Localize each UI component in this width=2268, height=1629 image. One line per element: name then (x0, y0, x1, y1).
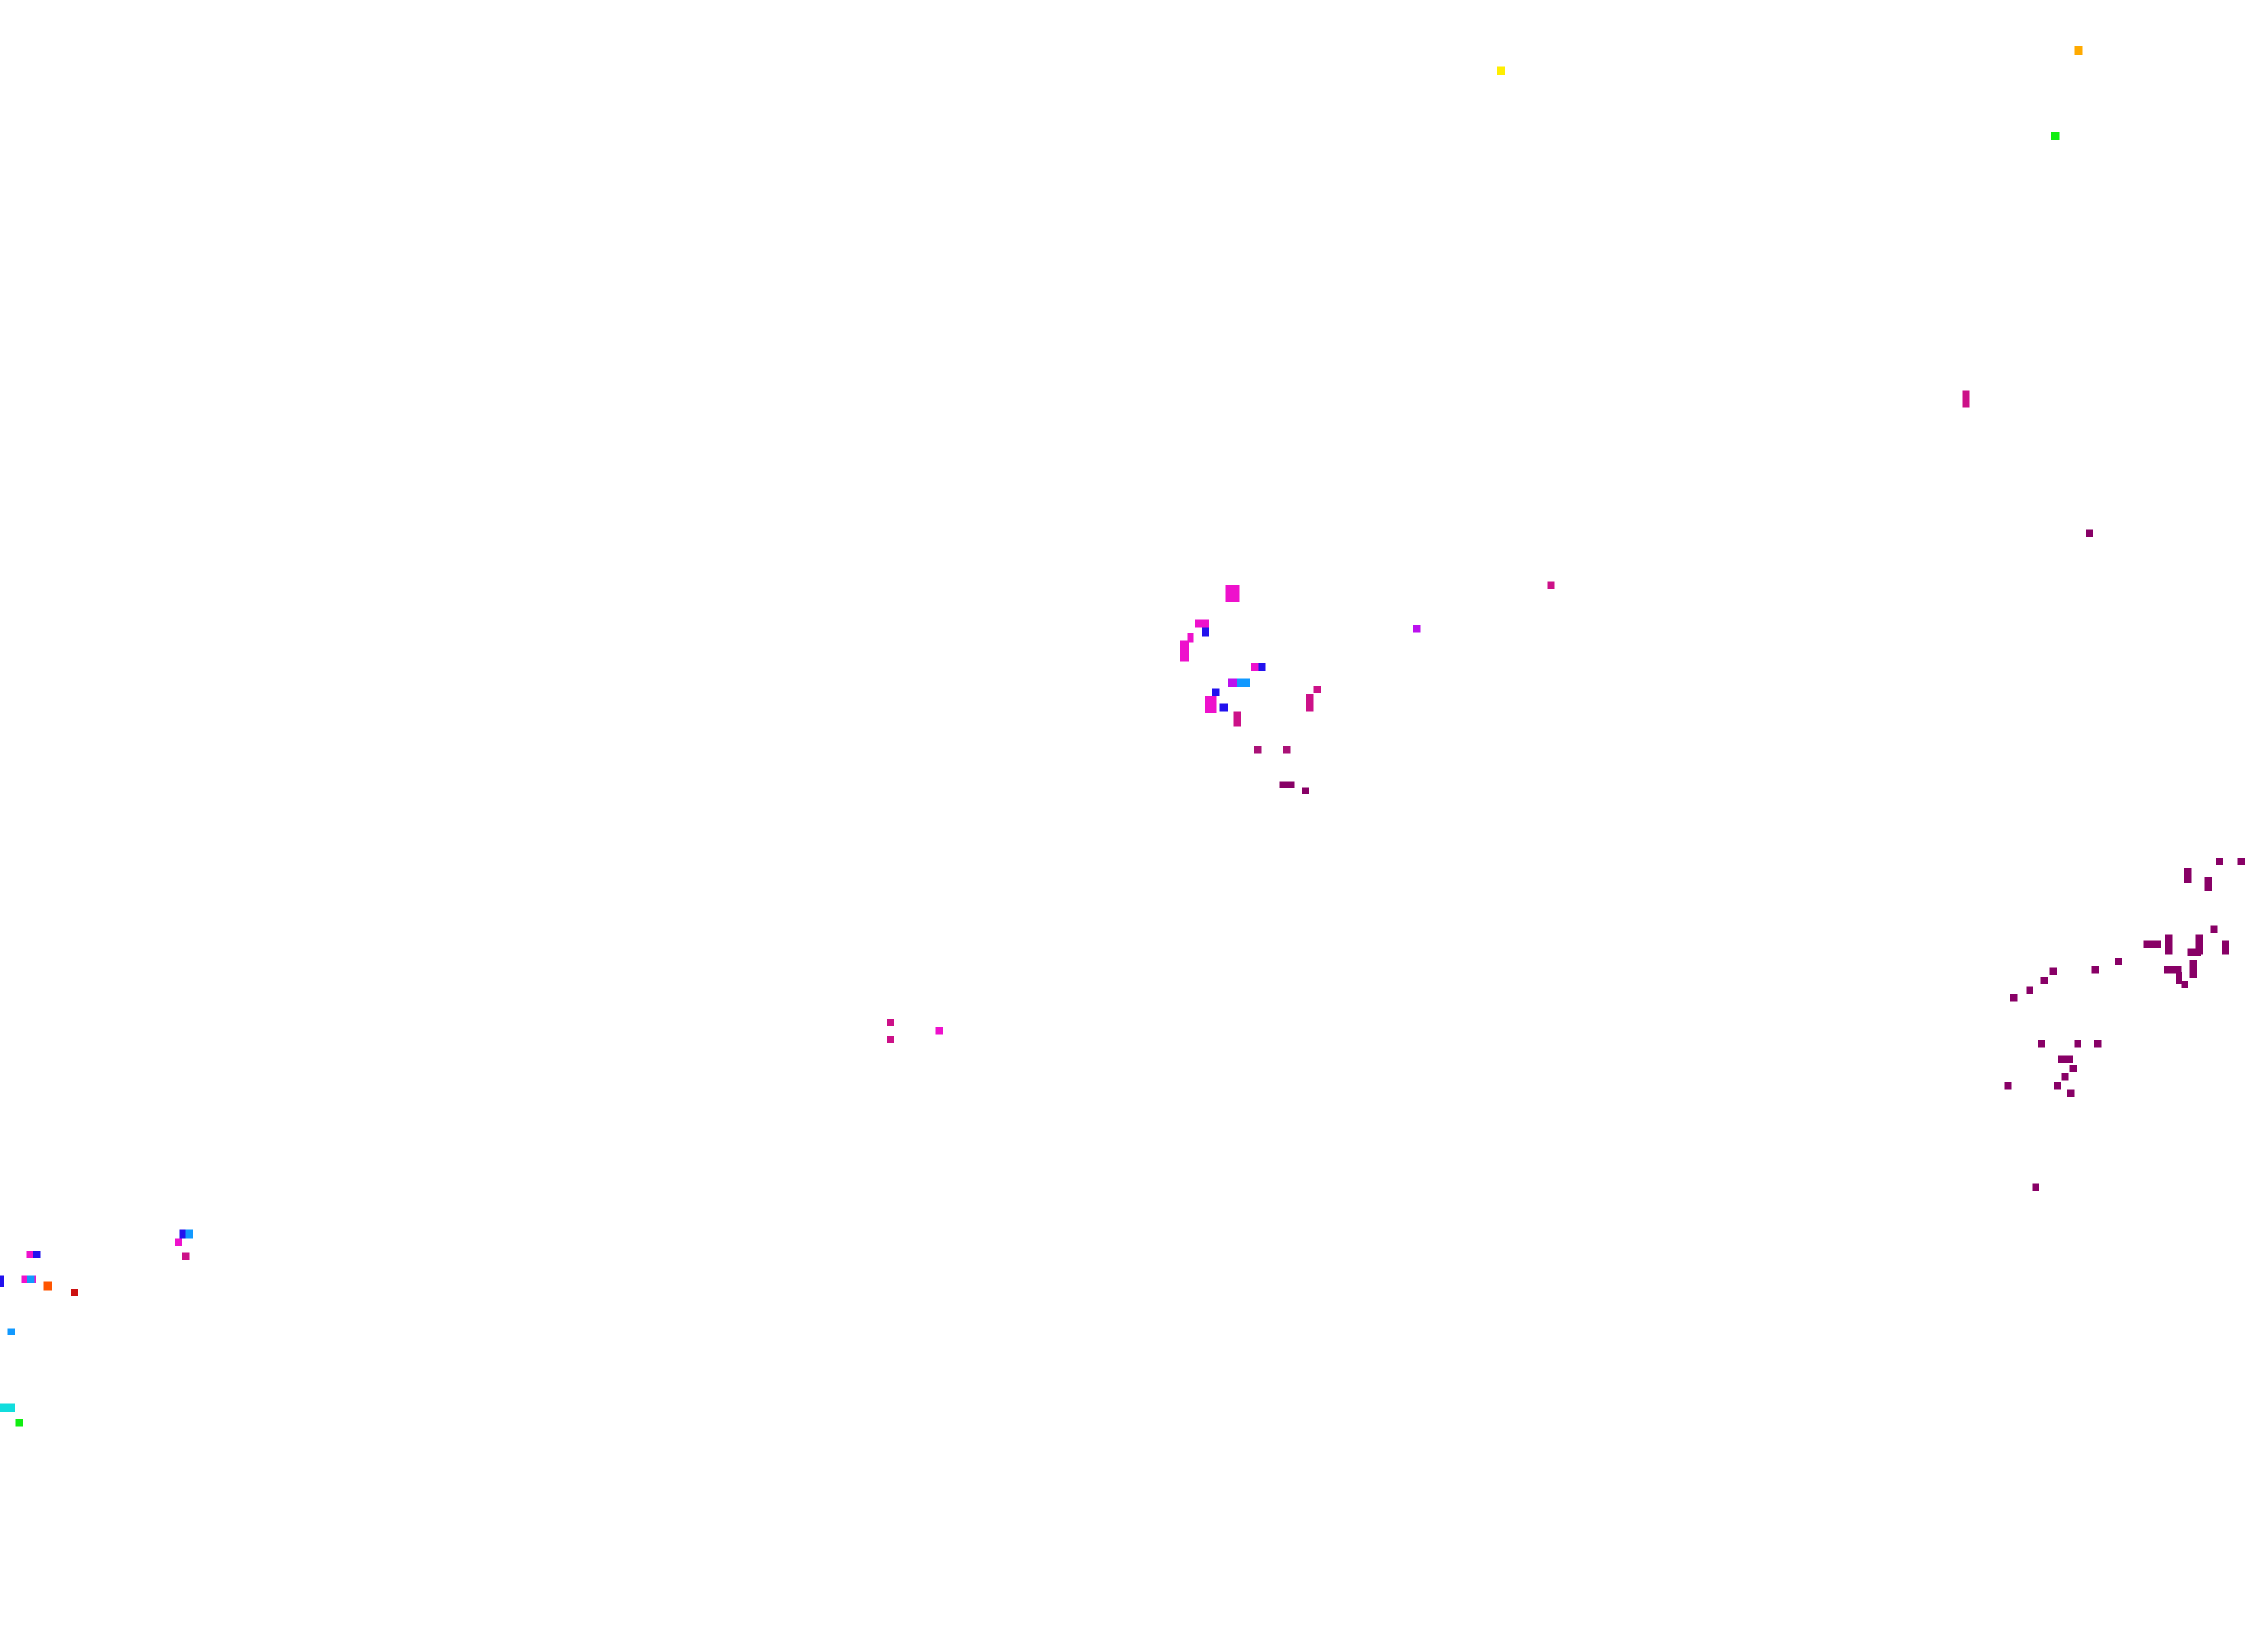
point-mark (175, 1238, 182, 1246)
point-mark (27, 1275, 35, 1283)
point-mark (1306, 694, 1314, 712)
point-mark (2038, 1040, 2045, 1048)
point-mark (2061, 1073, 2069, 1081)
point-mark (2004, 1082, 2012, 1090)
point-mark (1279, 781, 1295, 788)
point-mark (1225, 584, 1240, 603)
point-mark (2074, 1040, 2081, 1048)
point-mark (2183, 868, 2192, 883)
point-mark (181, 1229, 193, 1239)
point-mark (1254, 746, 1262, 754)
point-mark (1219, 703, 1228, 712)
point-mark (43, 1281, 52, 1291)
point-mark (0, 1275, 5, 1288)
point-mark (1302, 787, 1309, 794)
point-mark (1233, 711, 1241, 727)
point-mark (2221, 940, 2229, 955)
point-mark (1202, 627, 1209, 637)
point-mark (887, 1036, 894, 1043)
point-mark (2216, 858, 2223, 865)
point-mark (2049, 967, 2057, 975)
point-mark (1180, 640, 1190, 662)
point-mark (2114, 957, 2123, 966)
point-mark (7, 1328, 15, 1335)
point-mark (1497, 66, 1506, 75)
point-mark (2067, 1089, 2075, 1097)
point-mark (26, 1251, 33, 1259)
point-mark (2164, 934, 2173, 955)
point-mark (2210, 925, 2218, 933)
point-mark (1204, 695, 1217, 714)
point-mark (2074, 46, 2083, 56)
point-mark (2091, 966, 2099, 974)
point-mark (2187, 948, 2202, 956)
point-mark (1212, 688, 1220, 696)
point-mark (2010, 994, 2018, 1002)
point-mark (1227, 678, 1237, 687)
point-mark (2026, 986, 2034, 994)
point-mark (2204, 877, 2212, 891)
point-mark (1258, 663, 1266, 672)
point-mark (935, 1026, 943, 1035)
point-mark (179, 1229, 186, 1239)
point-mark (2051, 131, 2060, 140)
point-mark (181, 1252, 190, 1260)
point-mark (2057, 1055, 2073, 1064)
point-mark (2175, 972, 2183, 984)
point-mark (0, 1403, 15, 1412)
point-mark (70, 1288, 79, 1297)
point-mark (2094, 1040, 2102, 1048)
point-mark (2086, 529, 2093, 537)
point-mark (1187, 633, 1194, 643)
point-mark (1229, 678, 1250, 687)
point-mark (887, 1018, 894, 1026)
point-mark (2195, 934, 2203, 955)
point-mark (2069, 1064, 2077, 1073)
point-mark (2040, 976, 2048, 984)
point-mark (2032, 1183, 2039, 1191)
point-mark (2164, 966, 2182, 974)
point-mark (15, 1418, 23, 1427)
point-mark (2143, 940, 2161, 948)
point-mark (1194, 619, 1209, 628)
point-mark (2189, 960, 2198, 978)
point-mark (1313, 686, 1321, 693)
point-mark (26, 1251, 41, 1259)
point-mark (2237, 858, 2245, 865)
point-mark (1413, 625, 1421, 633)
point-mark (1283, 746, 1291, 754)
point-mark (2181, 980, 2188, 989)
point-mark (1962, 390, 1970, 408)
point-mark (1547, 581, 1555, 589)
point-mark (2053, 1082, 2062, 1090)
point-mark (1250, 663, 1266, 672)
